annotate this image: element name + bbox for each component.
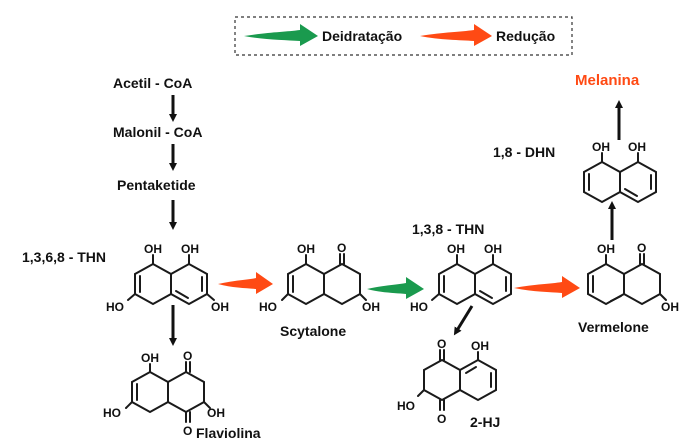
pentaketide-label: Pentaketide <box>117 177 196 193</box>
atom-oh: OH <box>597 242 615 256</box>
arrow-thn138-to-2hj <box>453 305 474 336</box>
dehydration-arrow-icon <box>244 24 318 46</box>
atom-oh: OH <box>211 300 229 314</box>
atom-oh: OH <box>447 242 465 256</box>
malonyl-coa-label: Malonil - CoA <box>113 124 202 140</box>
scytalone-label: Scytalone <box>280 323 346 339</box>
atom-oh: OH <box>181 242 199 256</box>
atom-oh: OH <box>207 406 225 420</box>
atom-oh: OH <box>144 242 162 256</box>
atom-o: O <box>437 337 446 351</box>
atom-oh: OH <box>628 140 646 154</box>
atom-oh: OH <box>484 242 502 256</box>
atom-ho: HO <box>259 300 277 314</box>
atom-o: O <box>337 241 346 255</box>
hj-label: 2-HJ <box>470 414 500 430</box>
scytalone-structure: OH O HO OH <box>259 241 380 314</box>
legend-dehydration-label: Deidratação <box>322 28 402 44</box>
thn1368-label: 1,3,6,8 - THN <box>22 249 106 265</box>
atom-oh: OH <box>592 140 610 154</box>
acetyl-coa-label: Acetil - CoA <box>113 75 192 91</box>
vermelone-label: Vermelone <box>578 319 649 335</box>
reduction-arrow-icon <box>420 24 492 46</box>
flaviolin-structure: OH O HO OH O <box>103 349 225 438</box>
atom-o: O <box>183 424 192 438</box>
atom-oh: OH <box>362 300 380 314</box>
flaviolin-label: Flaviolina <box>196 425 261 441</box>
vermelone-structure: OH O OH <box>587 241 679 314</box>
atom-ho: HO <box>103 406 121 420</box>
thn138-label: 1,3,8 - THN <box>412 221 484 237</box>
atom-o: O <box>637 241 646 255</box>
hj-structure: O OH HO O <box>397 337 497 426</box>
legend-reduction-label: Redução <box>496 28 555 44</box>
dhn-structure: OH OH <box>583 140 657 204</box>
atom-oh: OH <box>297 242 315 256</box>
legend-border <box>234 16 573 56</box>
atom-o: O <box>183 349 192 363</box>
atom-oh: OH <box>141 351 159 365</box>
thn138-structure: OH OH HO <box>410 242 512 314</box>
dehydration-arrow-scytalone-to-thn138 <box>367 277 424 299</box>
reduction-arrow-thn138-to-vermelone <box>514 276 580 298</box>
atom-oh: OH <box>471 339 489 353</box>
melanin-label: Melanina <box>575 72 640 89</box>
thn1368-structure: OH OH HO OH <box>106 242 229 314</box>
atom-ho: HO <box>397 399 415 413</box>
atom-ho: HO <box>410 300 428 314</box>
dhn-label: 1,8 - DHN <box>493 144 555 160</box>
atom-o: O <box>437 412 446 426</box>
reduction-arrow-thn-to-scytalone <box>218 272 273 294</box>
legend: Deidratação Redução <box>234 16 573 56</box>
atom-oh: OH <box>661 300 679 314</box>
atom-ho: HO <box>106 300 124 314</box>
